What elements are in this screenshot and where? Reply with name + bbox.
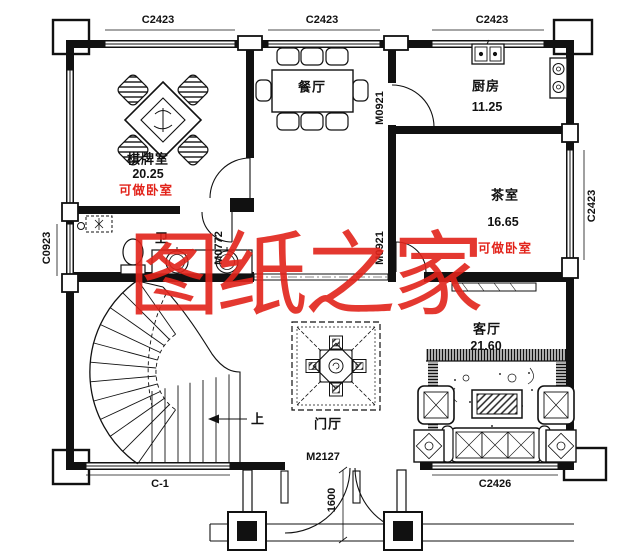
- window-label-top-3: C2423: [475, 14, 509, 26]
- window-label-left: C0923: [41, 231, 53, 265]
- porch-post: [396, 469, 407, 515]
- mahjong-table: [117, 74, 209, 166]
- washing-machine: [77, 215, 113, 233]
- room-label-bathroom: 卫: [154, 230, 170, 246]
- rug-fringe: [426, 349, 570, 361]
- wall-posts: [61, 35, 579, 293]
- window-label-right: C2423: [586, 189, 598, 223]
- room-label-dining: 餐厅: [297, 79, 327, 95]
- tea-room-door: [395, 241, 427, 273]
- living-room-set: [413, 282, 577, 463]
- bathroom-door: [201, 211, 233, 243]
- kitchen-sink: [471, 39, 505, 65]
- room-area-tea: 16.65: [487, 215, 519, 229]
- interior-walls: [66, 48, 574, 282]
- window-label-top-1: C2423: [141, 14, 175, 26]
- entry-dimension: [338, 466, 348, 544]
- vanity-counter: [151, 247, 253, 275]
- room-note-mahjong: 可做卧室: [118, 183, 174, 198]
- dining-set: [255, 47, 369, 131]
- side-table: [545, 429, 577, 463]
- porch-post: [242, 469, 253, 515]
- window-label-bottom-left: C-1: [151, 478, 169, 490]
- coffee-table: [471, 389, 523, 419]
- room-note-tea: 可做卧室: [477, 241, 533, 256]
- floor-medallion: [291, 321, 381, 411]
- room-area-mahjong: 20.25: [132, 167, 164, 181]
- room-label-kitchen: 厨房: [471, 78, 501, 94]
- mahjong-door: [209, 157, 251, 199]
- kitchen-door: [391, 84, 435, 128]
- up-arrow: [208, 414, 247, 424]
- door-label-kitchen: M0921: [374, 91, 386, 125]
- door-label-entry: M2127: [306, 451, 340, 463]
- armchair: [417, 385, 455, 425]
- side-table: [413, 429, 445, 463]
- room-label-living: 客厅: [472, 321, 502, 337]
- porch: [227, 469, 423, 551]
- stove: [549, 57, 568, 99]
- watermark: 图纸之家: [128, 222, 484, 329]
- stairs-up-label: 上: [250, 411, 266, 427]
- toilet: [120, 238, 146, 275]
- room-area-living: 21.60: [470, 339, 502, 353]
- bathroom-fixtures: [77, 215, 253, 275]
- room-label-tea: 茶室: [490, 187, 520, 203]
- window-label-bottom-right: C2426: [478, 478, 512, 490]
- room-label-foyer: 门厅: [313, 416, 343, 432]
- dining-table: [271, 69, 354, 113]
- rug-fringe-side: [556, 362, 566, 390]
- room-label-mahjong: 棋牌室: [126, 151, 170, 167]
- entry-depth-dimension: 1600: [326, 487, 338, 513]
- room-area-kitchen: 11.25: [471, 100, 503, 114]
- sofa: [441, 425, 551, 463]
- armchair: [537, 385, 575, 425]
- spiral-stair: [89, 279, 247, 465]
- window-label-top-2: C2423: [305, 14, 339, 26]
- window-ref-lines: [56, 29, 585, 476]
